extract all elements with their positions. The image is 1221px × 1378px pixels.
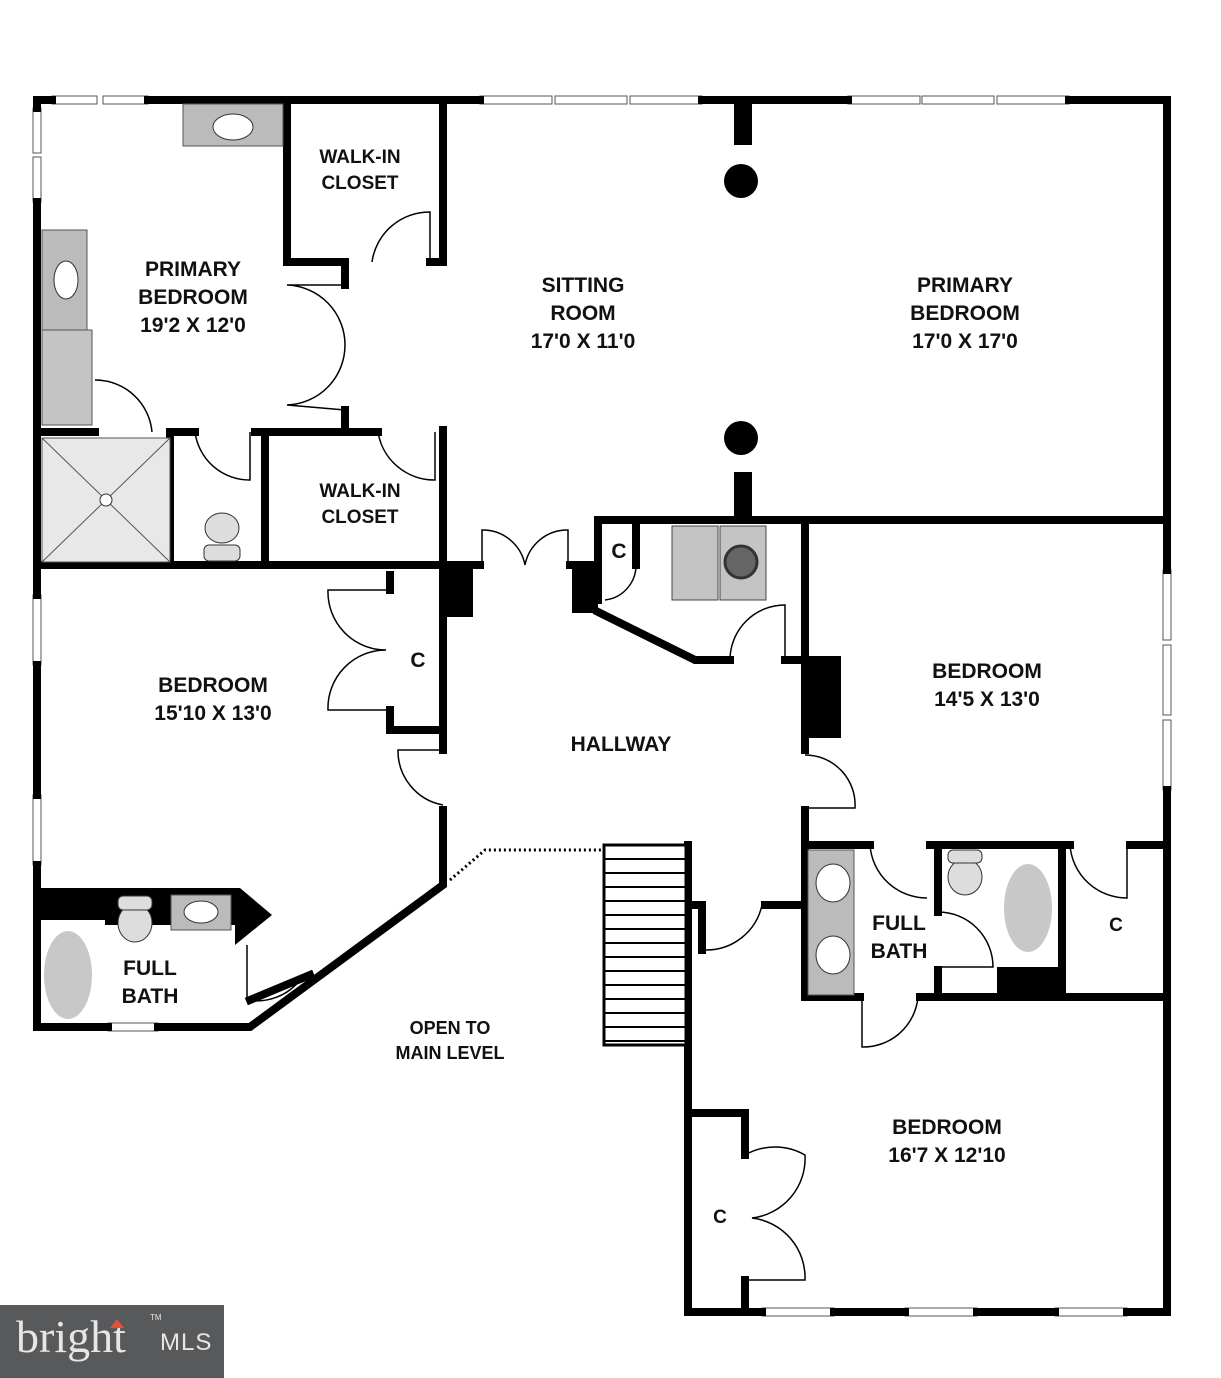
room-label-full-bath-left: FULL BATH: [121, 957, 179, 1008]
staircase: [602, 843, 688, 1047]
room-name: BEDROOM: [892, 1116, 1002, 1139]
room-name: BEDROOM: [932, 660, 1042, 683]
room-label-sitting-room: SITTING ROOM 17'0 X 11'0: [531, 272, 636, 356]
logo-suffix: MLS: [160, 1329, 213, 1356]
room-name: PRIMARY BEDROOM: [910, 274, 1020, 325]
room-label-primary-bedroom-1: PRIMARY BEDROOM 19'2 X 12'0: [138, 256, 248, 340]
room-label-open-to-main-level: OPEN TO MAIN LEVEL: [395, 1018, 505, 1063]
open-to-below-line: [449, 848, 604, 882]
closet-label: C: [410, 649, 426, 672]
logo-accent-icon: [110, 1319, 124, 1328]
room-label-bedroom-left: BEDROOM 15'10 X 13'0: [154, 672, 271, 728]
bright-mls-logo: bright TM MLS: [0, 1305, 224, 1378]
room-dims: 14'5 X 13'0: [934, 688, 1040, 711]
closet-label: C: [713, 1207, 727, 1228]
room-dims: 16'7 X 12'10: [888, 1144, 1006, 1167]
washer-dryer-icon: [671, 525, 767, 601]
closet-label: C: [611, 540, 627, 563]
logo-wordmark: bright: [16, 1311, 126, 1362]
toilet-icon: [203, 512, 241, 562]
room-label-primary-bedroom-2: PRIMARY BEDROOM 17'0 X 17'0: [910, 272, 1020, 356]
room-label-full-bath-right: FULL BATH: [870, 912, 928, 963]
room-label-bedroom-bottom: BEDROOM 16'7 X 12'10: [888, 1114, 1005, 1170]
room-label-walk-in-closet-1: WALK-IN CLOSET: [319, 147, 401, 194]
room-name: SITTING ROOM: [541, 274, 625, 325]
room-label-bedroom-right: BEDROOM 14'5 X 13'0: [932, 658, 1042, 714]
toilet-icon: [117, 895, 153, 943]
room-label-hallway: HALLWAY: [570, 733, 672, 756]
room-dims: 19'2 X 12'0: [140, 314, 246, 337]
room-label-walk-in-closet-2: WALK-IN CLOSET: [319, 481, 401, 528]
room-name: PRIMARY BEDROOM: [138, 258, 248, 309]
room-dims: 15'10 X 13'0: [154, 702, 272, 725]
room-dims: 17'0 X 11'0: [530, 330, 636, 353]
logo-tm: TM: [150, 1313, 162, 1322]
bathtub-icon: [44, 931, 92, 1019]
room-dims: 17'0 X 17'0: [912, 330, 1018, 353]
bathtub-icon: [1004, 864, 1052, 952]
room-name: BEDROOM: [158, 674, 268, 697]
door-swings: [94, 211, 1128, 1281]
fixtures: [41, 103, 1052, 1019]
closet-label: C: [1109, 915, 1123, 936]
toilet-icon: [947, 849, 983, 896]
